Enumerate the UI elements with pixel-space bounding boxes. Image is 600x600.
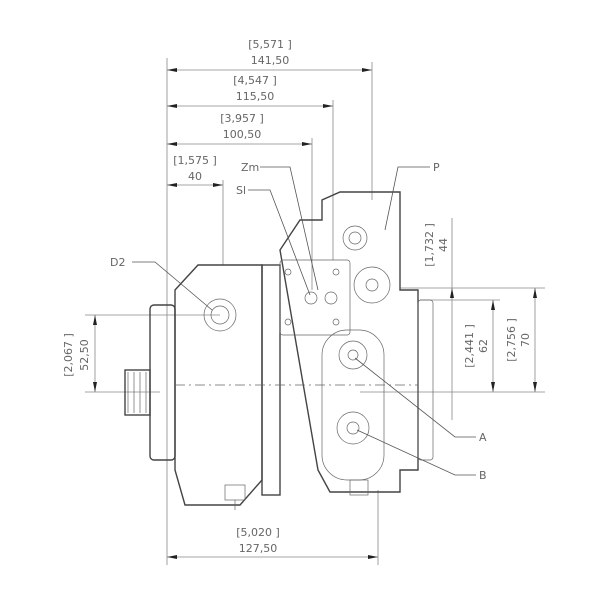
dim-52-inch: [2,067 ]	[62, 333, 75, 377]
dim-127-inch: [5,020 ]	[236, 526, 280, 539]
dim-70-mm: 70	[519, 333, 532, 347]
dim-44-mm: 44	[437, 238, 450, 252]
dim-52-mm: 52,50	[78, 339, 91, 371]
dimension-100: [3,957 ] 100,50	[167, 112, 312, 146]
dimension-44: [1,732 ] 44	[423, 223, 454, 298]
dim-127-mm: 127,50	[239, 542, 278, 555]
label-sl: Sl	[236, 184, 246, 197]
dimension-52: [2,067 ] 52,50	[62, 315, 97, 392]
dim-100-inch: [3,957 ]	[220, 112, 264, 125]
dimension-127: [5,020 ] 127,50	[167, 526, 378, 559]
label-d2: D2	[110, 256, 125, 269]
dimension-70: [2,756 ] 70	[505, 288, 537, 392]
label-b: B	[479, 469, 487, 482]
extension-lines	[85, 58, 545, 565]
label-p: P	[433, 161, 440, 174]
dim-115-inch: [4,547 ]	[233, 74, 277, 87]
dim-100-mm: 100,50	[223, 128, 262, 141]
dimension-40: [1,575 ] 40	[167, 154, 223, 187]
dim-44-inch: [1,732 ]	[423, 223, 436, 267]
dim-141-inch: [5,571 ]	[248, 38, 292, 51]
label-a: A	[479, 431, 487, 444]
dim-62-mm: 62	[477, 339, 490, 353]
port-labels: Zm Sl P D2 A B	[110, 161, 487, 482]
dim-40-mm: 40	[188, 170, 202, 183]
label-zm: Zm	[241, 161, 259, 174]
dim-70-inch: [2,756 ]	[505, 318, 518, 362]
dim-40-inch: [1,575 ]	[173, 154, 217, 167]
dim-62-inch: [2,441 ]	[463, 324, 476, 368]
pump-body	[124, 191, 434, 510]
dimension-62: [2,441 ] 62	[463, 300, 495, 392]
dimension-115: [4,547 ] 115,50	[167, 74, 333, 108]
dimension-141: [5,571 ] 141,50	[167, 38, 372, 72]
dim-115-mm: 115,50	[236, 90, 275, 103]
dim-141-mm: 141,50	[251, 54, 290, 67]
